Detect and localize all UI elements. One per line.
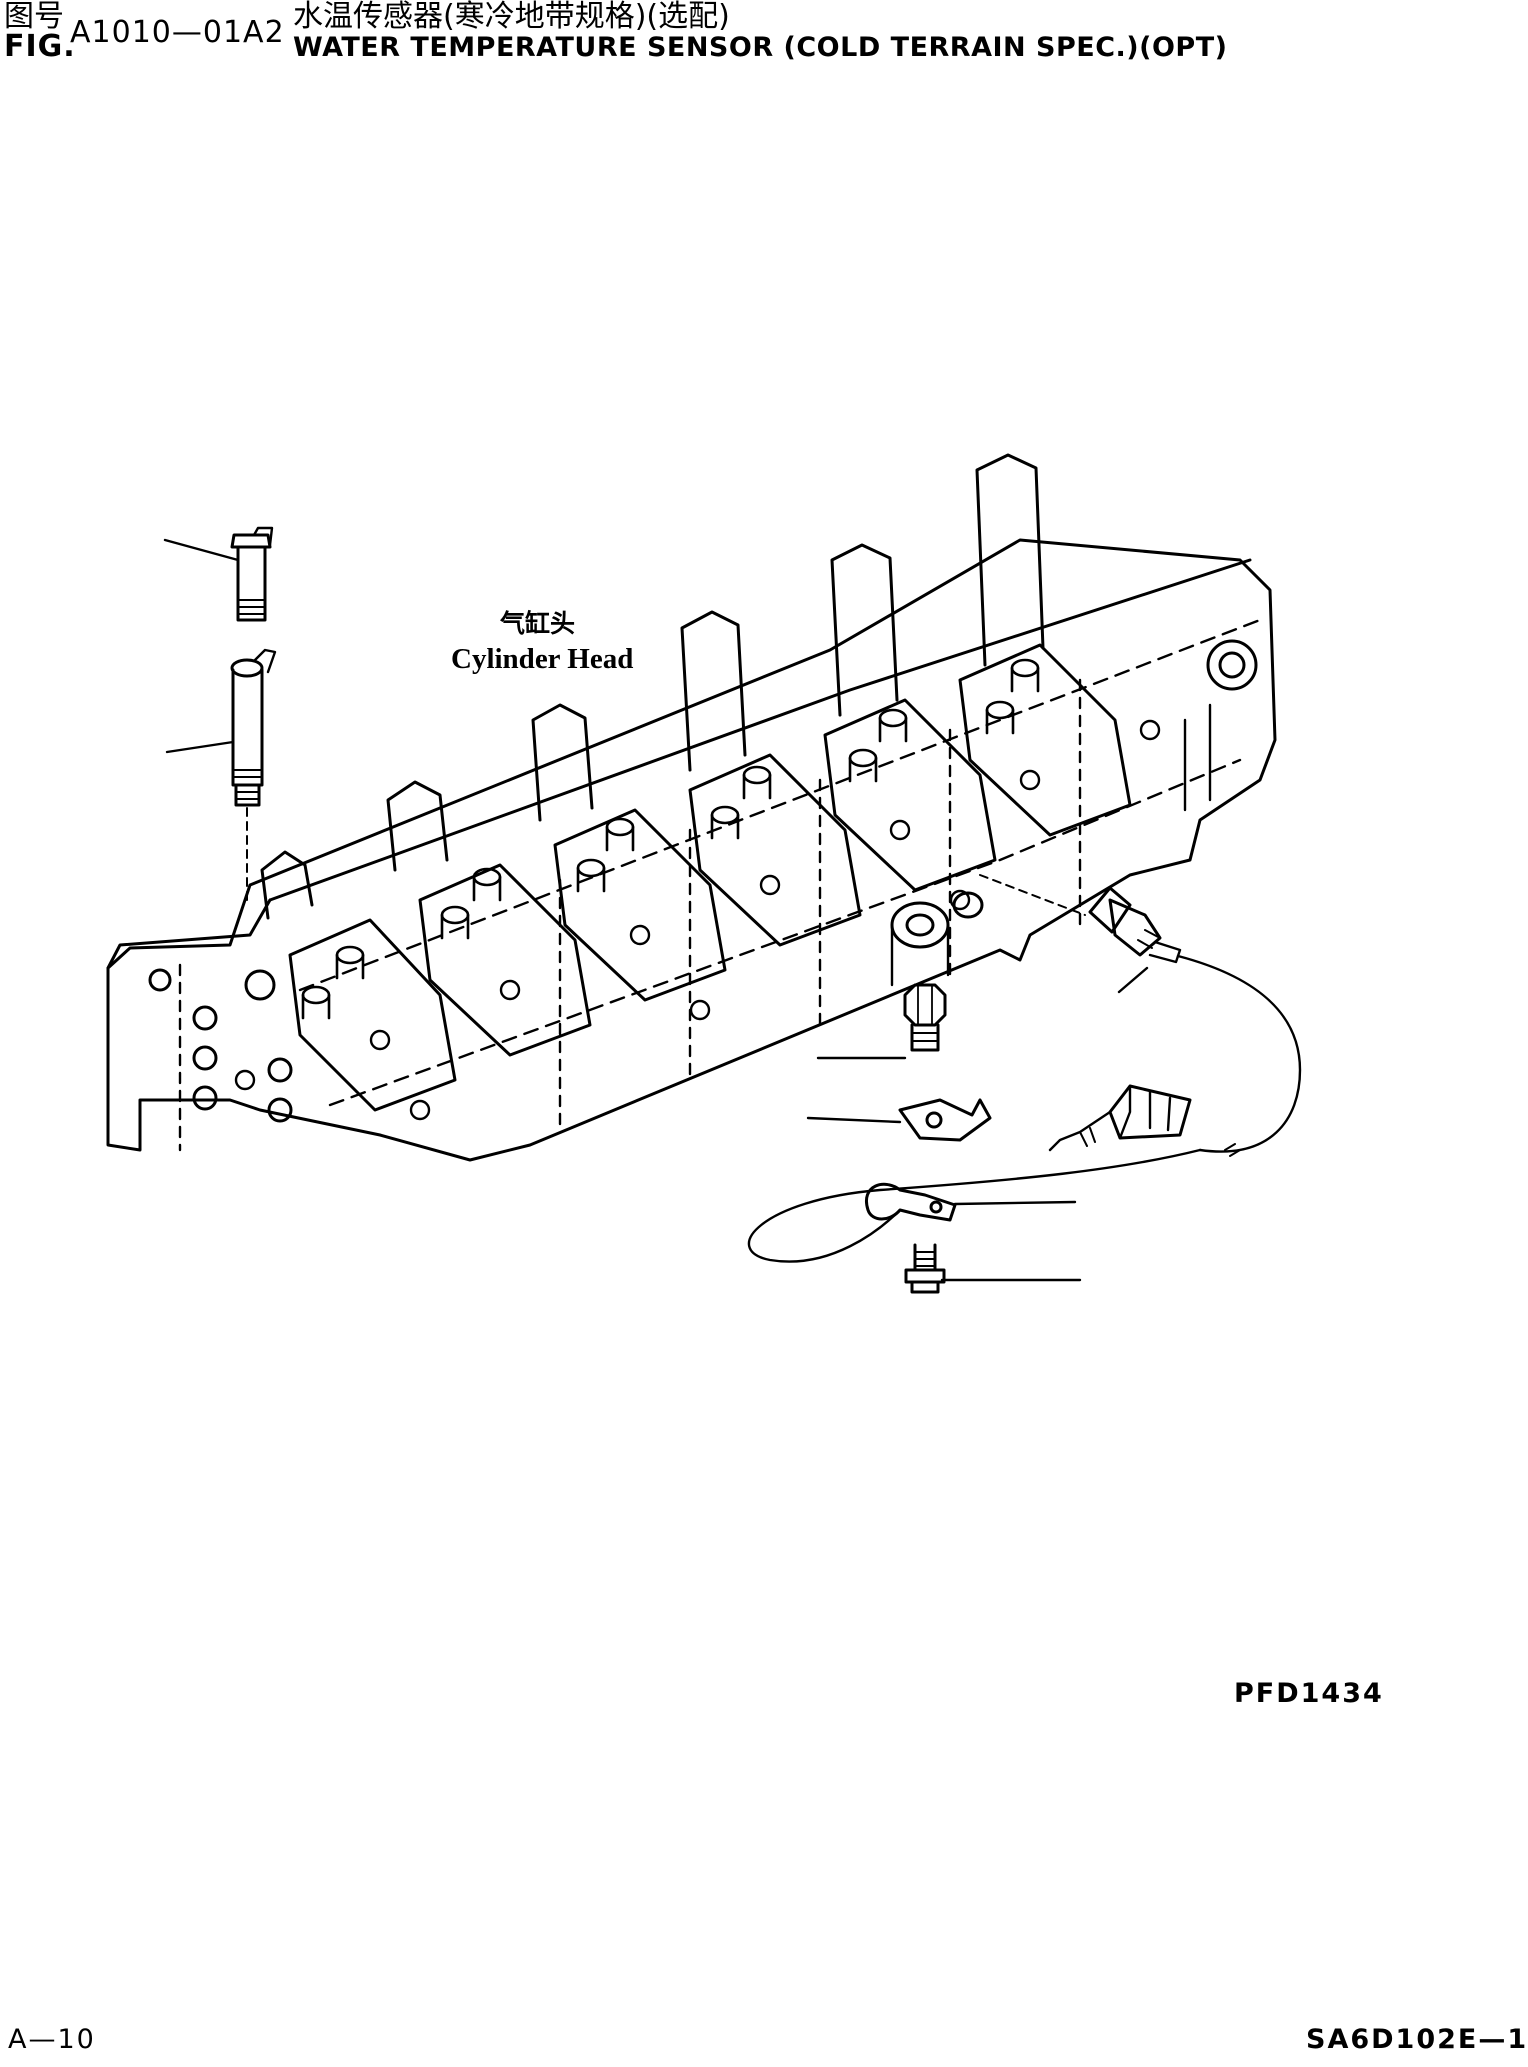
bracket-plate <box>898 1098 992 1142</box>
drawing-code: PFD1434 <box>1234 1678 1384 1709</box>
leader-line-sensor <box>1117 966 1149 994</box>
leader-line-2 <box>165 740 235 754</box>
page-number: A—10 <box>8 2024 96 2055</box>
harness-connector <box>1048 1084 1192 1152</box>
leader-line-1 <box>163 538 240 562</box>
sensor-adapter-tube <box>230 648 277 807</box>
cylinder-head <box>106 453 1277 1162</box>
sensor-adapter-small <box>230 526 274 622</box>
cylinder-head-label: Cylinder Head <box>451 643 634 675</box>
cylinder-head-label-zh: 气缸头 <box>500 609 576 638</box>
figure-label: FIG. <box>4 29 76 64</box>
figure-number: A1010—01A2 <box>70 15 285 50</box>
plug-bolt <box>903 983 947 1052</box>
sensor-wire-harness <box>747 954 1302 1263</box>
model-code: SA6D102E—1 <box>1306 2024 1528 2055</box>
screw-bolt <box>904 1243 946 1294</box>
figure-label-zh: 图号 <box>4 0 64 34</box>
leader-line-bracket <box>806 1116 902 1124</box>
leader-line-clip <box>953 1200 1077 1206</box>
title-en: WATER TEMPERATURE SENSOR (COLD TERRAIN S… <box>293 32 1228 63</box>
title-zh: 水温传感器(寒冷地带规格)(选配) <box>293 0 730 34</box>
